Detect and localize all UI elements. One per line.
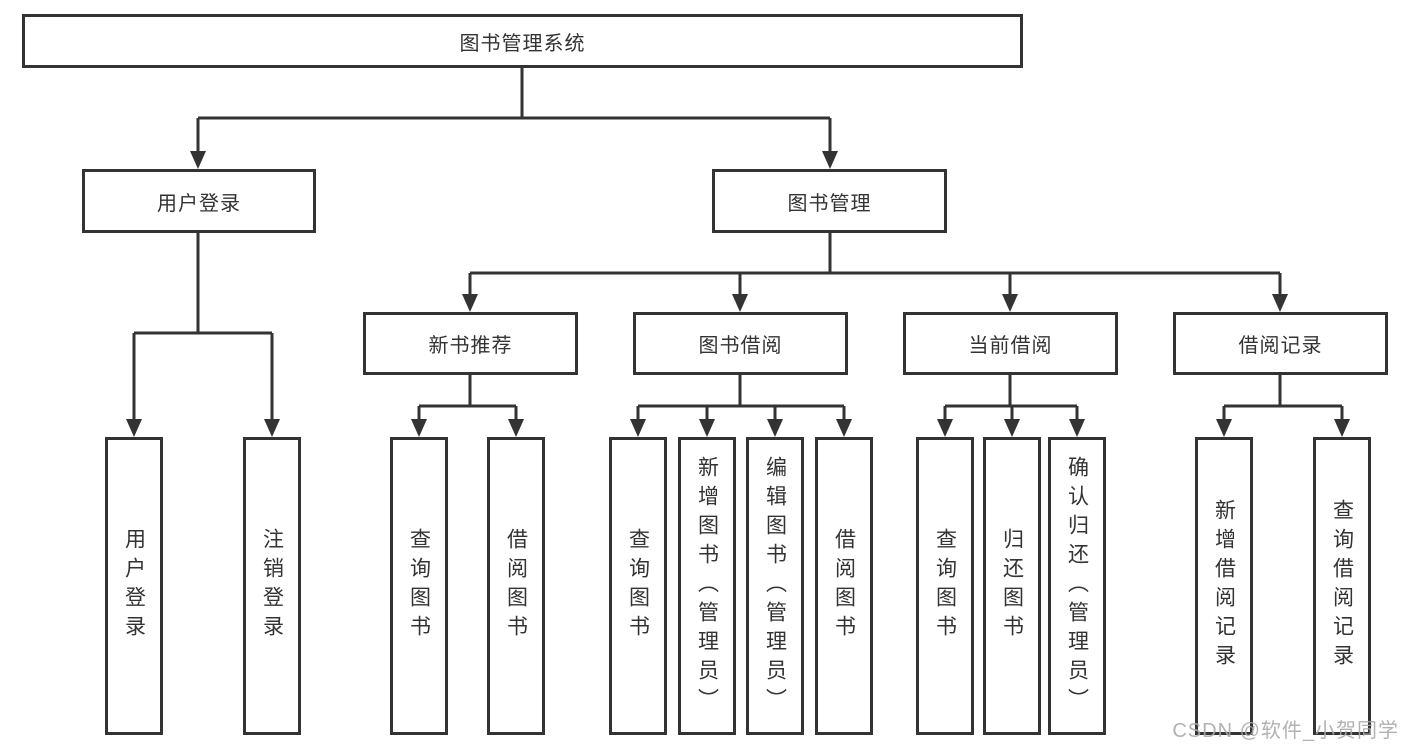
leaf-logout: 注销登录 — [243, 437, 301, 735]
csdn-watermark: CSDN @软件_小贺同学 — [1172, 720, 1399, 742]
leaf-user-login-label: 用户登录 — [122, 528, 146, 644]
leaf-query-books-current-label: 查询图书 — [933, 528, 957, 644]
node-new-book-recommend-label: 新书推荐 — [428, 335, 513, 357]
leaf-borrow-books-recommend: 借阅图书 — [487, 437, 545, 735]
node-book-borrow-label: 图书借阅 — [698, 335, 783, 357]
leaf-edit-books-admin-label: 编辑图书（管理员） — [763, 455, 787, 717]
node-new-book-recommend: 新书推荐 — [363, 312, 578, 375]
leaf-add-books-admin-label: 新增图书（管理员） — [695, 455, 719, 717]
leaf-confirm-return-admin: 确认归还（管理员） — [1048, 437, 1106, 735]
node-book-borrow: 图书借阅 — [633, 312, 848, 375]
node-book-management: 图书管理 — [712, 169, 947, 233]
leaf-borrow-books: 借阅图书 — [815, 437, 873, 735]
leaf-logout-label: 注销登录 — [260, 528, 284, 644]
leaf-borrow-books-label: 借阅图书 — [832, 528, 856, 644]
leaf-return-books: 归还图书 — [983, 437, 1041, 735]
leaf-return-books-label: 归还图书 — [1000, 528, 1024, 644]
leaf-user-login: 用户登录 — [105, 437, 163, 735]
node-book-management-label: 图书管理 — [787, 192, 872, 215]
node-library-system: 图书管理系统 — [22, 14, 1023, 68]
leaf-add-borrow-record: 新增借阅记录 — [1195, 437, 1253, 735]
node-user-login-label: 用户登录 — [157, 192, 241, 215]
leaf-add-books-admin: 新增图书（管理员） — [678, 437, 736, 735]
leaf-query-books-recommend: 查询图书 — [390, 437, 448, 735]
leaf-edit-books-admin: 编辑图书（管理员） — [746, 437, 804, 735]
leaf-query-books-borrow: 查询图书 — [609, 437, 667, 735]
node-user-login: 用户登录 — [82, 169, 316, 233]
leaf-borrow-books-recommend-label: 借阅图书 — [504, 528, 528, 644]
node-borrow-records: 借阅记录 — [1173, 312, 1388, 375]
node-current-borrow: 当前借阅 — [903, 312, 1118, 375]
leaf-confirm-return-admin-label: 确认归还（管理员） — [1065, 455, 1089, 717]
leaf-query-books-recommend-label: 查询图书 — [407, 528, 431, 644]
leaf-query-books-borrow-label: 查询图书 — [626, 528, 650, 644]
node-borrow-records-label: 借阅记录 — [1238, 335, 1323, 357]
leaf-query-borrow-record-label: 查询借阅记录 — [1330, 499, 1354, 673]
leaf-query-borrow-record: 查询借阅记录 — [1313, 437, 1371, 735]
leaf-query-books-current: 查询图书 — [916, 437, 974, 735]
node-current-borrow-label: 当前借阅 — [968, 335, 1053, 357]
node-library-system-label: 图书管理系统 — [459, 32, 586, 55]
leaf-add-borrow-record-label: 新增借阅记录 — [1212, 499, 1236, 673]
